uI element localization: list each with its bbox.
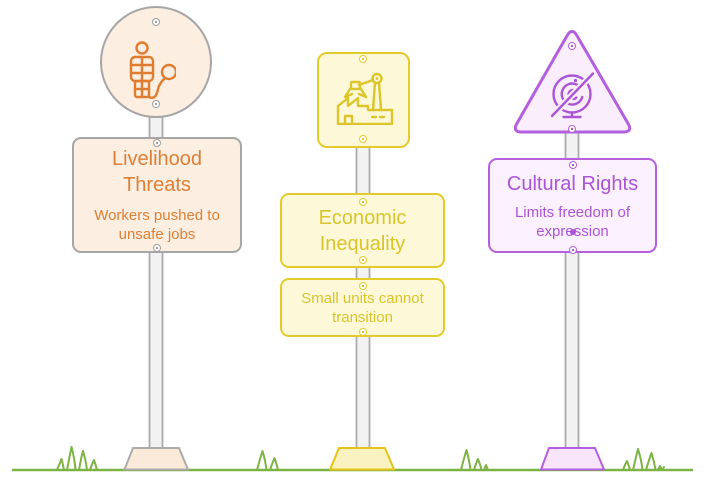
signpost-pole <box>148 59 164 451</box>
economic-subtitle: Small units cannot transition <box>301 289 424 326</box>
livelihood-title: Livelihood Threats <box>111 148 203 196</box>
signpost-pole <box>564 89 580 451</box>
microphone-slash-icon <box>549 71 596 119</box>
rivet <box>359 135 367 143</box>
signpost-pole <box>355 99 371 451</box>
cultural-title: Cultural Rights <box>506 172 639 195</box>
prisoner-ball-and-chain-icon <box>129 41 176 99</box>
grass-tufts <box>56 446 665 471</box>
cultural-topper-sign <box>513 29 632 134</box>
pole-base <box>123 447 189 471</box>
economic-title-board: Economic Inequality <box>280 193 445 268</box>
rivet <box>359 328 367 336</box>
rivet <box>359 55 367 63</box>
pole-base <box>540 447 605 471</box>
rivet <box>359 256 367 264</box>
rivet <box>568 125 576 133</box>
factory-crane-claw-icon <box>336 72 394 125</box>
rivet <box>568 42 576 50</box>
rivet <box>359 282 367 290</box>
rivet <box>359 198 367 206</box>
rivet-dot <box>570 229 576 235</box>
pole-base <box>329 447 395 471</box>
rivet <box>153 244 161 252</box>
rivet <box>569 161 577 169</box>
rivet <box>569 246 577 254</box>
economic-topper-sign <box>317 52 410 148</box>
economic-title: Economic Inequality <box>318 206 407 255</box>
livelihood-subtitle: Workers pushed to unsafe jobs <box>94 207 220 243</box>
cultural-board: Cultural Rights Limits freedom of expres… <box>488 158 657 253</box>
rivet <box>152 18 160 26</box>
rivet <box>152 100 160 108</box>
rivet <box>153 139 161 147</box>
livelihood-board: Livelihood Threats Workers pushed to uns… <box>72 137 242 253</box>
